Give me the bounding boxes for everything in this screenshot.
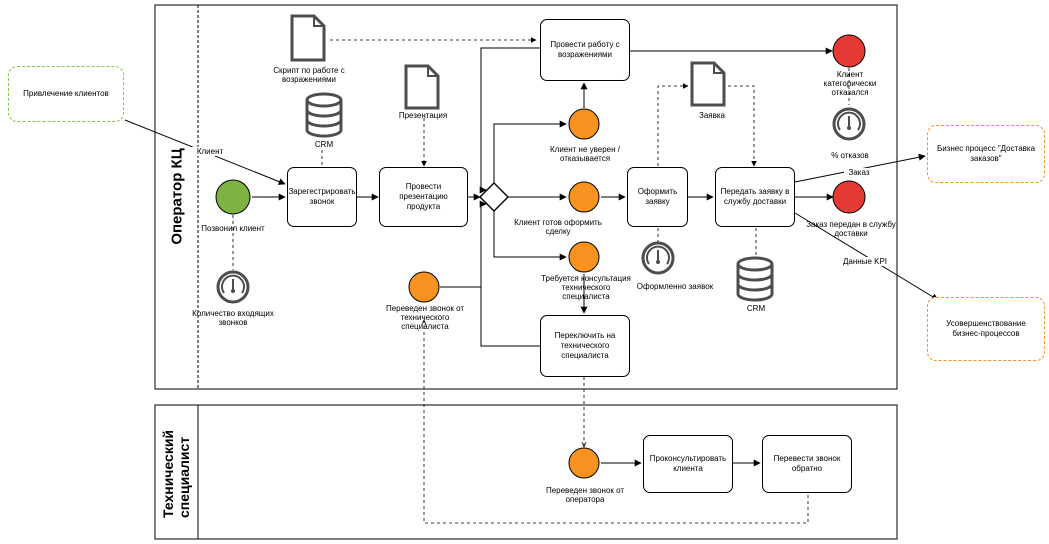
label-client-unsure: Клиент не уверен / отказывается [549, 145, 620, 163]
document-icon [690, 61, 726, 107]
label-kpi-refusal: % отказов [831, 151, 869, 160]
event-transferred-from-tech[interactable] [408, 271, 440, 303]
event-client-unsure[interactable] [568, 108, 600, 140]
external-improvement[interactable]: Усовершенствование бизнес-процессов [927, 297, 1045, 361]
label-refused: Клиент категорически отказался [823, 70, 877, 97]
lane-operator [154, 4, 898, 390]
exclusive-gateway[interactable] [479, 182, 509, 212]
lane-tech [154, 404, 898, 540]
start-event[interactable] [215, 179, 251, 215]
label-client-ready: Клиент готов оформить сделку [514, 218, 602, 236]
label-kpi-requests: Оформленно заявок [636, 282, 714, 291]
label-transferred-from-operator: Переведен звонок от оператора [545, 486, 625, 504]
flow-label-order: Заказ [844, 168, 874, 177]
end-event-refused[interactable] [832, 34, 866, 68]
task-presentation[interactable]: Провести презентацию продукта [379, 167, 468, 227]
external-attraction[interactable]: Привлечение клиентов [8, 66, 124, 122]
task-switch-tech[interactable]: Переключить на технического специалиста [540, 315, 630, 377]
lane-title-operator: Оператор КЦ [168, 148, 186, 245]
label-script: Скрипт по работе с возражениями [273, 66, 345, 84]
task-objections[interactable]: Провести работу с возражениями [540, 19, 630, 81]
task-register-call[interactable]: Зарегестрировать звонок [287, 167, 357, 227]
database-icon [736, 256, 774, 302]
document-icon [404, 64, 440, 110]
label-crm-1: CRM [314, 140, 334, 149]
label-needs-consult: Требуется консультация технического спец… [541, 274, 631, 301]
task-transfer-back[interactable]: Перевести звонок обратно [762, 435, 852, 493]
gauge-icon [832, 107, 866, 141]
label-request-doc: Заявка [699, 111, 725, 120]
gauge-icon [641, 241, 675, 275]
label-presentation-doc: Презентация [398, 111, 448, 120]
database-icon [305, 92, 343, 138]
task-consult[interactable]: Проконсультировать клиента [643, 435, 733, 493]
document-icon [290, 14, 326, 62]
flow-label-client: Клиент [190, 147, 230, 156]
end-event-order-passed[interactable] [832, 180, 866, 214]
external-delivery-process[interactable]: Бизнес процесс "Доставка заказов" [927, 125, 1045, 183]
event-needs-consult[interactable] [568, 241, 600, 273]
task-make-request[interactable]: Оформить заявку [627, 167, 688, 227]
label-transferred-from-tech: Переведен звонок от технического специал… [385, 304, 465, 331]
flow-label-kpi-data: Данные KPI [838, 257, 892, 266]
label-order-passed: Заказ передан в службу доставки [806, 220, 896, 238]
event-transferred-from-operator[interactable] [568, 447, 600, 479]
label-kpi-incoming-calls: Количество входящих звонков [192, 309, 274, 327]
label-crm-2: CRM [746, 304, 766, 313]
event-client-ready[interactable] [568, 181, 600, 213]
task-pass-request[interactable]: Передать заявку в службу доставки [715, 167, 795, 227]
label-client-called: Позвонил клиент [201, 224, 265, 233]
gauge-icon [216, 270, 250, 304]
lane-title-tech: Технический специалист [160, 429, 192, 518]
